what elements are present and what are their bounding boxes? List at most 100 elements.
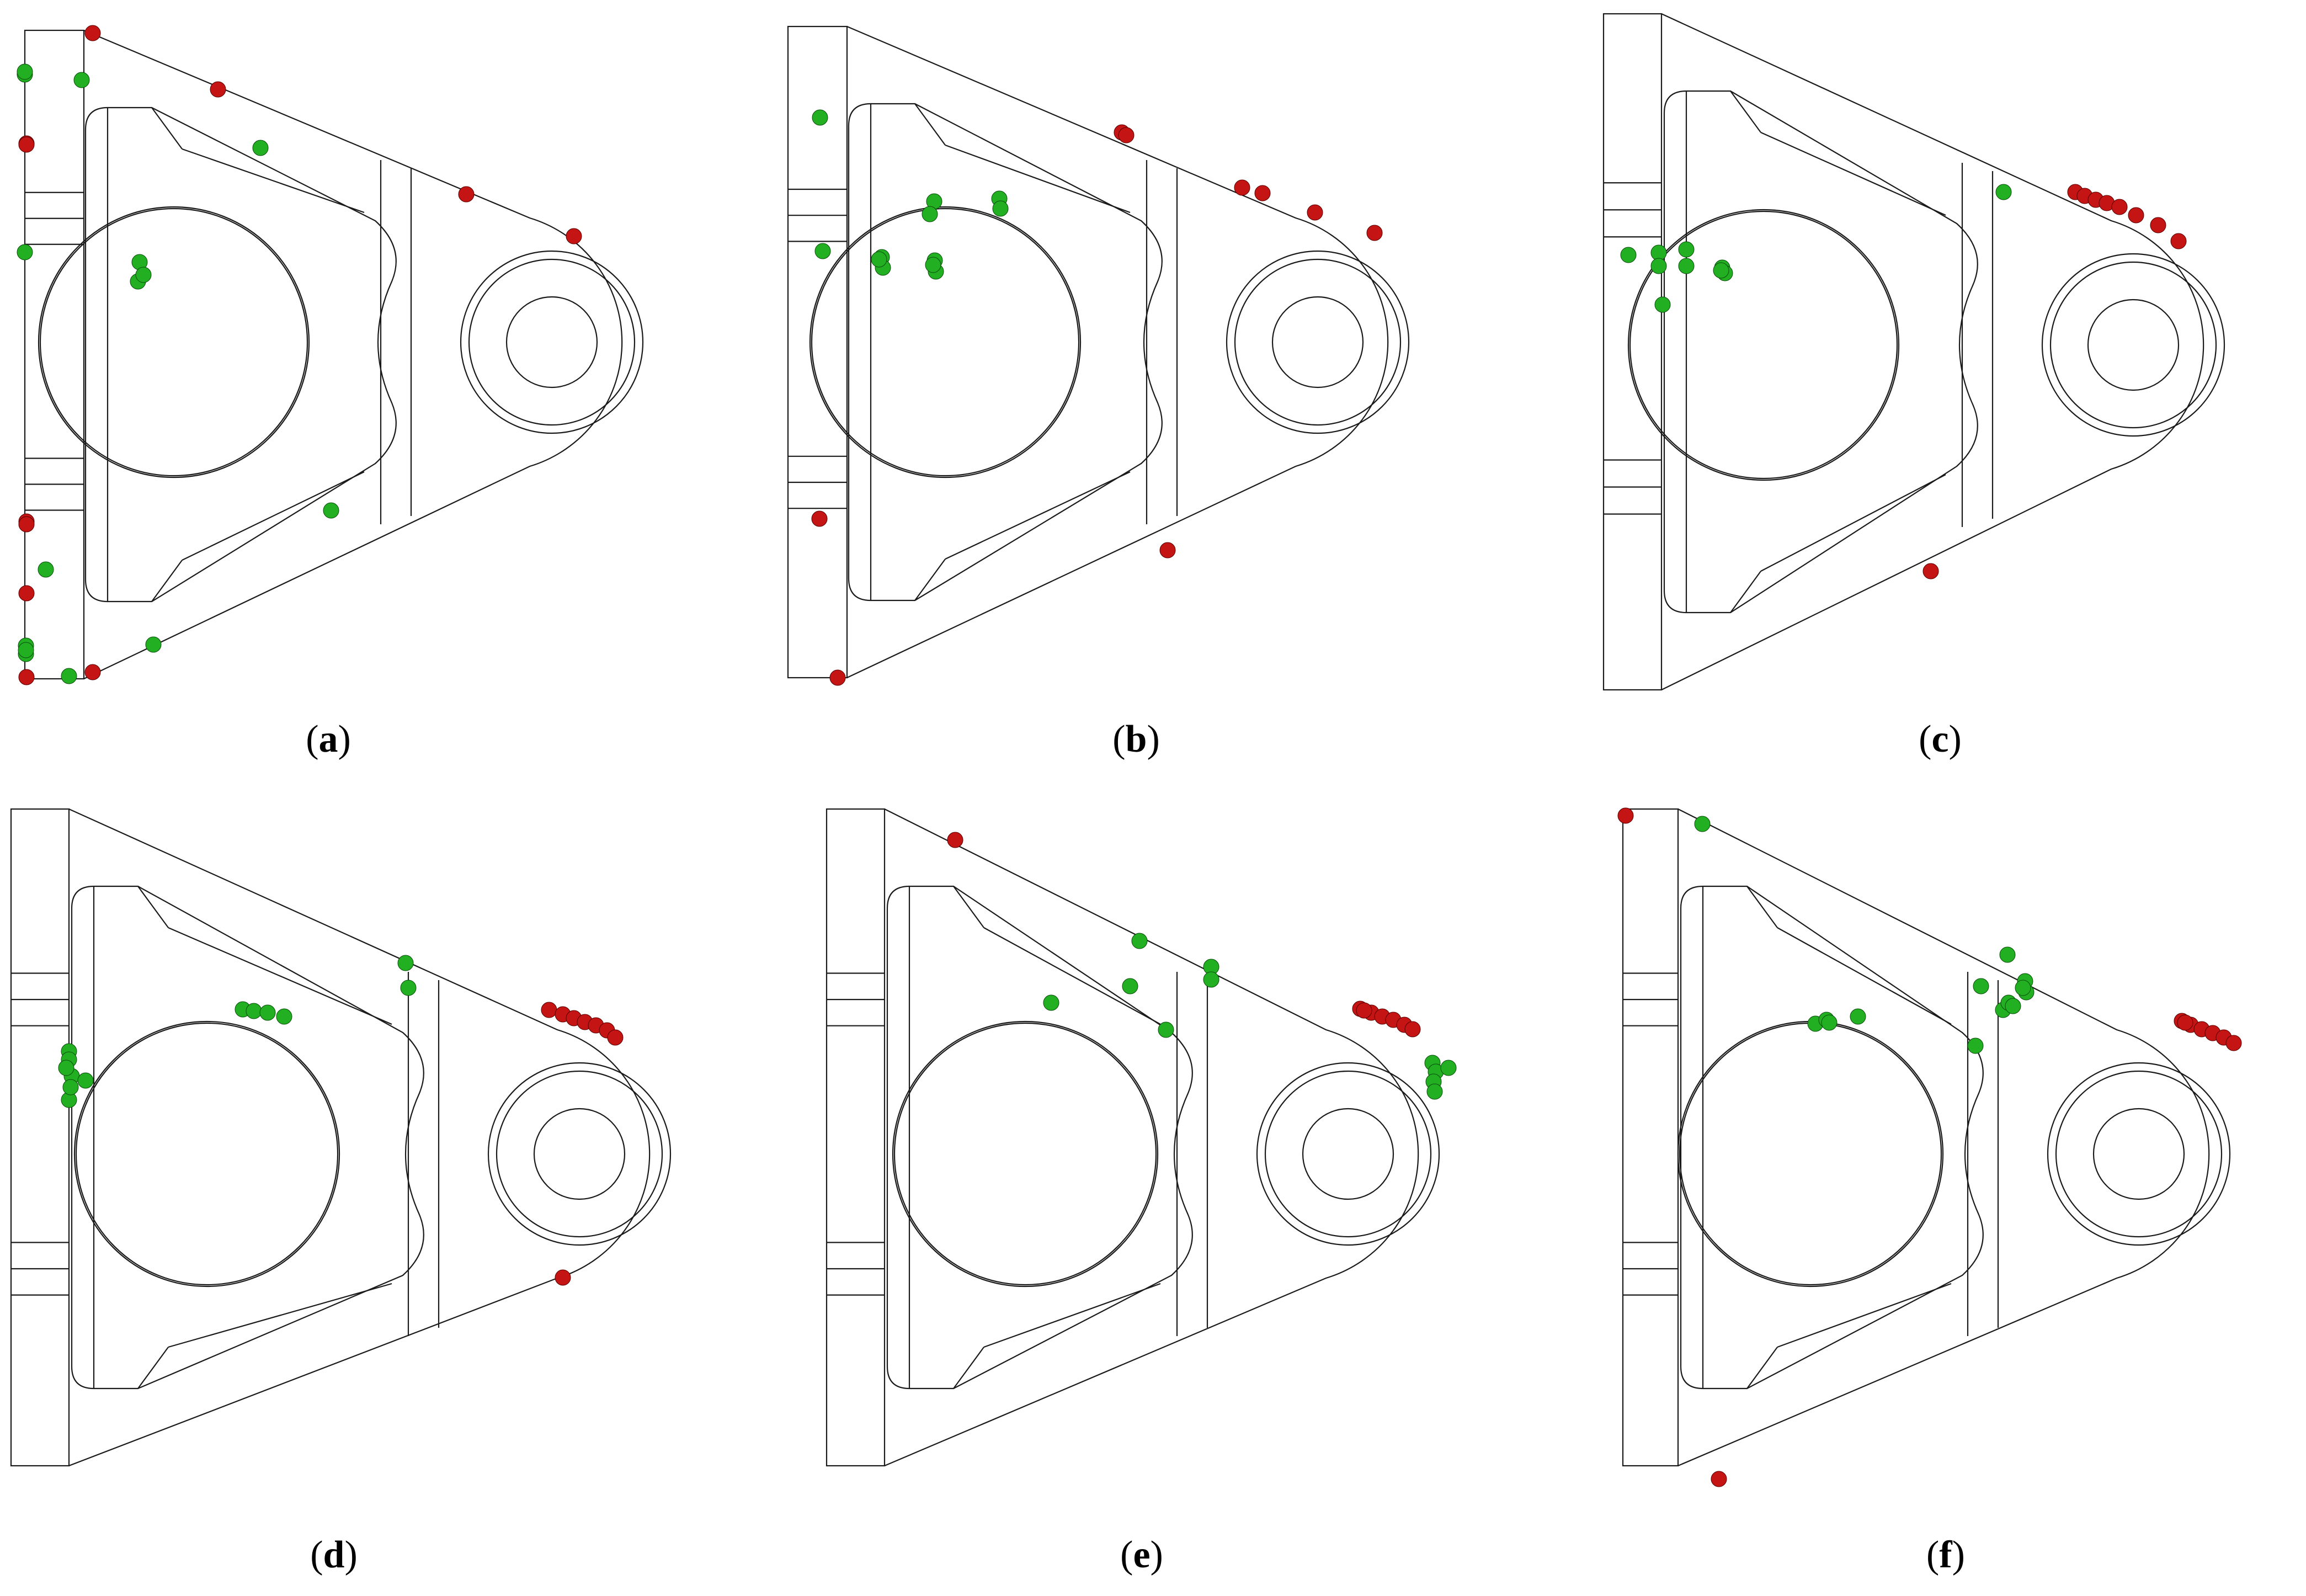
pocket-rim (1777, 1283, 1952, 1348)
red-marker (2225, 1035, 2242, 1051)
green-marker (1967, 1038, 1984, 1054)
part-drawing (1617, 807, 2242, 1487)
inner-pocket (886, 885, 1193, 1390)
red-marker (2128, 207, 2144, 224)
green-marker (276, 1008, 292, 1025)
panel-label: a (318, 718, 338, 760)
green-marker (145, 636, 162, 653)
red-marker (1159, 542, 1176, 558)
red-marker (1356, 1002, 1372, 1019)
green-marker (1821, 1014, 1838, 1031)
pocket-chamfer (151, 560, 183, 602)
panel-caption: (f) (1926, 1534, 1965, 1576)
red-marker (2150, 217, 2166, 233)
pocket-chamfer (1730, 91, 1761, 133)
green-marker (1043, 994, 1059, 1011)
pocket-chamfer (151, 107, 183, 150)
red-marker (1922, 563, 1939, 579)
green-marker (925, 257, 941, 273)
part-outline (787, 25, 1410, 679)
part-outline (10, 808, 672, 1467)
green-marker (1650, 258, 1667, 274)
inner-pocket (848, 103, 1163, 602)
green-marker (252, 140, 269, 156)
red-marker (811, 510, 828, 527)
green-marker (1440, 1060, 1457, 1076)
red-marker (18, 585, 35, 602)
green-marker (1131, 933, 1148, 949)
red-marker (947, 832, 963, 848)
pocket-rim (182, 148, 365, 214)
panel-c: (c) (1537, 0, 2306, 798)
green-marker (62, 1079, 79, 1095)
pocket-chamfer (1746, 886, 1778, 928)
large-bore (1627, 209, 1900, 481)
large-bore-edge (811, 208, 1080, 477)
pocket-chamfer (953, 1347, 984, 1389)
part-drawing (826, 808, 1457, 1467)
green-marker (1999, 946, 2016, 963)
inner-pocket (84, 107, 397, 603)
green-marker (18, 642, 34, 658)
inner-pocket (1680, 885, 1984, 1390)
part-outline (826, 808, 1440, 1467)
green-marker (77, 1072, 94, 1089)
green-marker (1713, 262, 1729, 279)
large-bore-edge (39, 208, 308, 477)
green-marker (1678, 258, 1695, 274)
part-drawing (17, 25, 644, 685)
pocket-chamfer (137, 886, 169, 928)
green-marker (992, 200, 1009, 217)
pocket-chamfer (1746, 1347, 1778, 1389)
large-bore (809, 206, 1082, 478)
panel-caption: (b) (1112, 718, 1160, 760)
inner-pocket (1663, 90, 1978, 614)
pocket-chamfer (1730, 571, 1761, 613)
panel-label: b (1125, 718, 1147, 760)
panel-a: (a) (0, 0, 769, 798)
red-marker (566, 228, 582, 244)
red-marker (2170, 233, 2187, 249)
green-marker (1995, 184, 2012, 200)
red-marker (1711, 1471, 1727, 1487)
nose-ring (496, 1070, 663, 1238)
nose-hole (2087, 299, 2180, 391)
nose-ring (487, 1062, 672, 1246)
pocket-rim (945, 144, 1131, 214)
large-bore-edge (1679, 1022, 1942, 1286)
red-marker (829, 669, 846, 686)
green-marker (2005, 998, 2021, 1014)
pocket-rim (1760, 474, 1946, 572)
arm-outer-edge (846, 25, 1389, 678)
nose-ring (468, 258, 636, 426)
large-bore-edge (1629, 210, 1898, 480)
red-marker (1254, 185, 1271, 201)
nose-ring (2055, 1070, 2223, 1238)
panel-caption: (e) (1120, 1534, 1163, 1576)
red-marker (1404, 1021, 1421, 1038)
green-marker (1654, 296, 1671, 313)
arm-outer-edge (884, 808, 1419, 1467)
panel-e: (e) (769, 798, 1537, 1596)
green-marker (397, 955, 414, 971)
nose-ring (2047, 1062, 2231, 1246)
panel-f: (f) (1537, 798, 2306, 1596)
pocket-rim (1777, 927, 1952, 1025)
large-bore-edge (893, 1022, 1157, 1286)
nose-ring (460, 250, 644, 434)
green-marker (1678, 241, 1695, 258)
green-marker (73, 72, 90, 88)
red-marker (541, 1002, 557, 1018)
mounting-plate (826, 808, 886, 1467)
green-marker (38, 561, 54, 578)
arm-outer-edge (1661, 13, 2204, 690)
mounting-plate (24, 29, 85, 680)
green-marker (61, 668, 77, 684)
nose-ring (1234, 258, 1402, 426)
pocket-chamfer (137, 1347, 169, 1389)
panel-d: (d) (0, 798, 769, 1596)
green-marker (814, 243, 831, 259)
red-marker (1307, 204, 1323, 221)
inner-pocket (71, 885, 424, 1390)
red-marker (18, 516, 35, 533)
